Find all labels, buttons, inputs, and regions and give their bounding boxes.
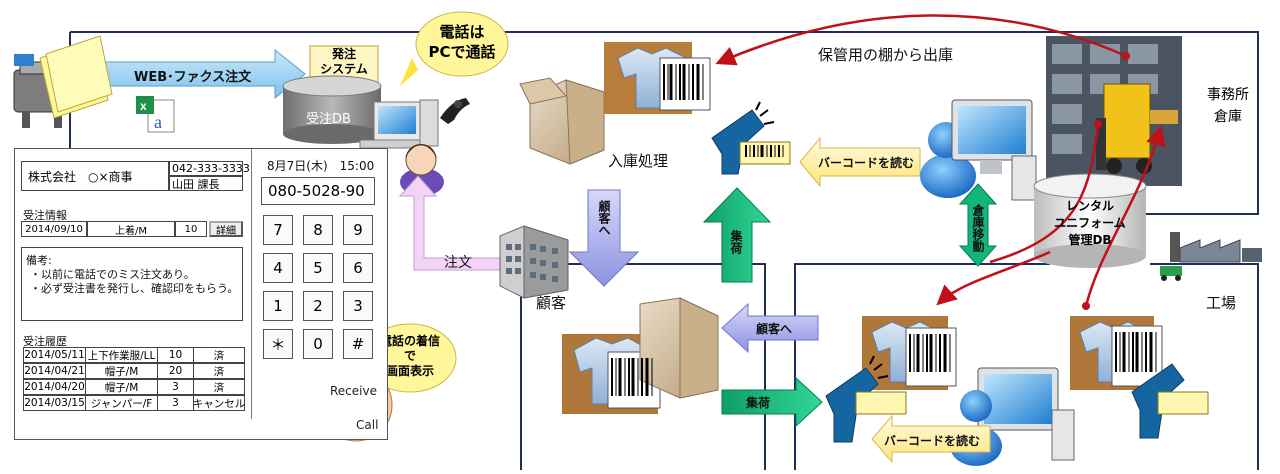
barcode-scanner-icon-bottom-right xyxy=(1131,363,1209,439)
customer-label: 顧客 xyxy=(536,294,567,312)
to-customer-left-label: 顧客へ xyxy=(756,322,793,336)
collect-right-label: 集荷 xyxy=(746,396,771,410)
barcode-label-factory-left xyxy=(909,334,951,372)
key-4[interactable]: 4 xyxy=(263,253,293,283)
panel-divider xyxy=(251,149,252,419)
phone-via-pc-label: 電話は PCで通話 xyxy=(428,23,496,61)
svg-text:a: a xyxy=(154,112,162,132)
office-warehouse-label: 事務所 倉庫 xyxy=(1207,87,1249,125)
rental-db-cylinder-icon xyxy=(1033,173,1147,268)
web-fax-order-label: WEB･ファクス注文 xyxy=(134,70,252,85)
barcode-label-customer xyxy=(611,358,653,396)
ship-from-shelf-label: 保管用の棚から出庫 xyxy=(818,46,954,64)
notes-box: 備考: ・以前に電話でのミス注文あり。 ・必ず受注書を発行し、確認印をもらう。 xyxy=(21,247,243,321)
call-notice-label: 電話の着信 で 画面表示 xyxy=(379,334,440,378)
factory-icon xyxy=(1160,232,1262,281)
order-date: 2014/09/10 xyxy=(21,221,87,237)
warehouse-forklift-icon xyxy=(1046,36,1182,186)
contact-person: 山田 課長 xyxy=(169,176,243,191)
order-label: 注文 xyxy=(444,255,472,271)
rental-db-label: レンタル ユニフォーム 管理DB xyxy=(1054,199,1126,247)
order-db-cylinder-icon xyxy=(282,75,382,144)
spreadsheet-icon: x a xyxy=(136,96,175,133)
barcode-strip-top xyxy=(745,145,784,157)
to-customer-down-label: 顧客へ xyxy=(597,200,611,236)
customer-building-icon xyxy=(499,225,569,299)
warehouse-move-label: 倉庫移動 xyxy=(971,204,985,252)
history-label: 受注履歴 xyxy=(23,335,67,348)
desktop-pc-icon xyxy=(359,99,439,149)
factory-label: 工場 xyxy=(1206,294,1237,312)
company-phone: 042-333-3333 xyxy=(169,161,250,176)
barcode-label-top xyxy=(663,64,704,100)
svg-text:x: x xyxy=(140,99,147,113)
barcode-scanner-icon-top xyxy=(711,101,791,175)
key-5[interactable]: 5 xyxy=(303,253,333,283)
order-db-label: 受注DB xyxy=(306,112,351,127)
order-phone-panel: 株式会社 ○×商事 042-333-3333 山田 課長 受注情報 2014/0… xyxy=(14,148,388,440)
detail-button[interactable]: 詳細 xyxy=(209,221,243,237)
receive-label[interactable]: Receive xyxy=(330,384,377,398)
office-staff-icon-top xyxy=(920,99,1037,201)
key-6[interactable]: 6 xyxy=(343,253,373,283)
datetime: 8月7日(木) 15:00 xyxy=(267,159,375,173)
read-barcode-top-label: バーコードを読む xyxy=(818,156,915,170)
phone-handset-icon xyxy=(440,98,470,124)
customer-box-shirt-icon xyxy=(562,297,719,414)
order-info-label: 受注情報 xyxy=(23,209,67,222)
notes-line-2: ・必ず受注書を発行し、確認印をもらう。 xyxy=(30,282,239,295)
factory-shirt-right-icon xyxy=(1070,316,1163,390)
receiving-label: 入庫処理 xyxy=(608,152,669,170)
read-barcode-bottom-label: バーコードを読む xyxy=(884,434,981,448)
key-3[interactable]: 3 xyxy=(343,291,373,321)
receiving-box-shirt-icon xyxy=(519,42,711,165)
key-9[interactable]: 9 xyxy=(343,215,373,245)
order-system-label: 発注 システム xyxy=(320,47,368,76)
notes-line-1: ・以前に電話でのミス注文あり。 xyxy=(30,268,195,281)
barcode-scanner-icon-bottom-left xyxy=(825,355,907,443)
key-7[interactable]: 7 xyxy=(263,215,293,245)
dial-number-field[interactable]: 080-5028-90 xyxy=(261,177,375,205)
barcode-label-factory-right xyxy=(1115,332,1157,372)
key-0[interactable]: 0 xyxy=(303,329,333,359)
fax-machine-icon xyxy=(13,35,113,128)
company-name: 株式会社 ○×商事 xyxy=(21,161,169,191)
key-1[interactable]: 1 xyxy=(263,291,293,321)
key-star[interactable]: ＊ xyxy=(263,329,293,359)
key-8[interactable]: 8 xyxy=(303,215,333,245)
call-label[interactable]: Call xyxy=(356,418,379,432)
key-hash[interactable]: # xyxy=(343,329,373,359)
order-item: 上着/M xyxy=(87,221,175,237)
notes-label: 備考: xyxy=(26,254,52,267)
order-qty: 10 xyxy=(175,221,207,237)
collect-up-label: 集荷 xyxy=(729,230,743,254)
key-2[interactable]: 2 xyxy=(303,291,333,321)
